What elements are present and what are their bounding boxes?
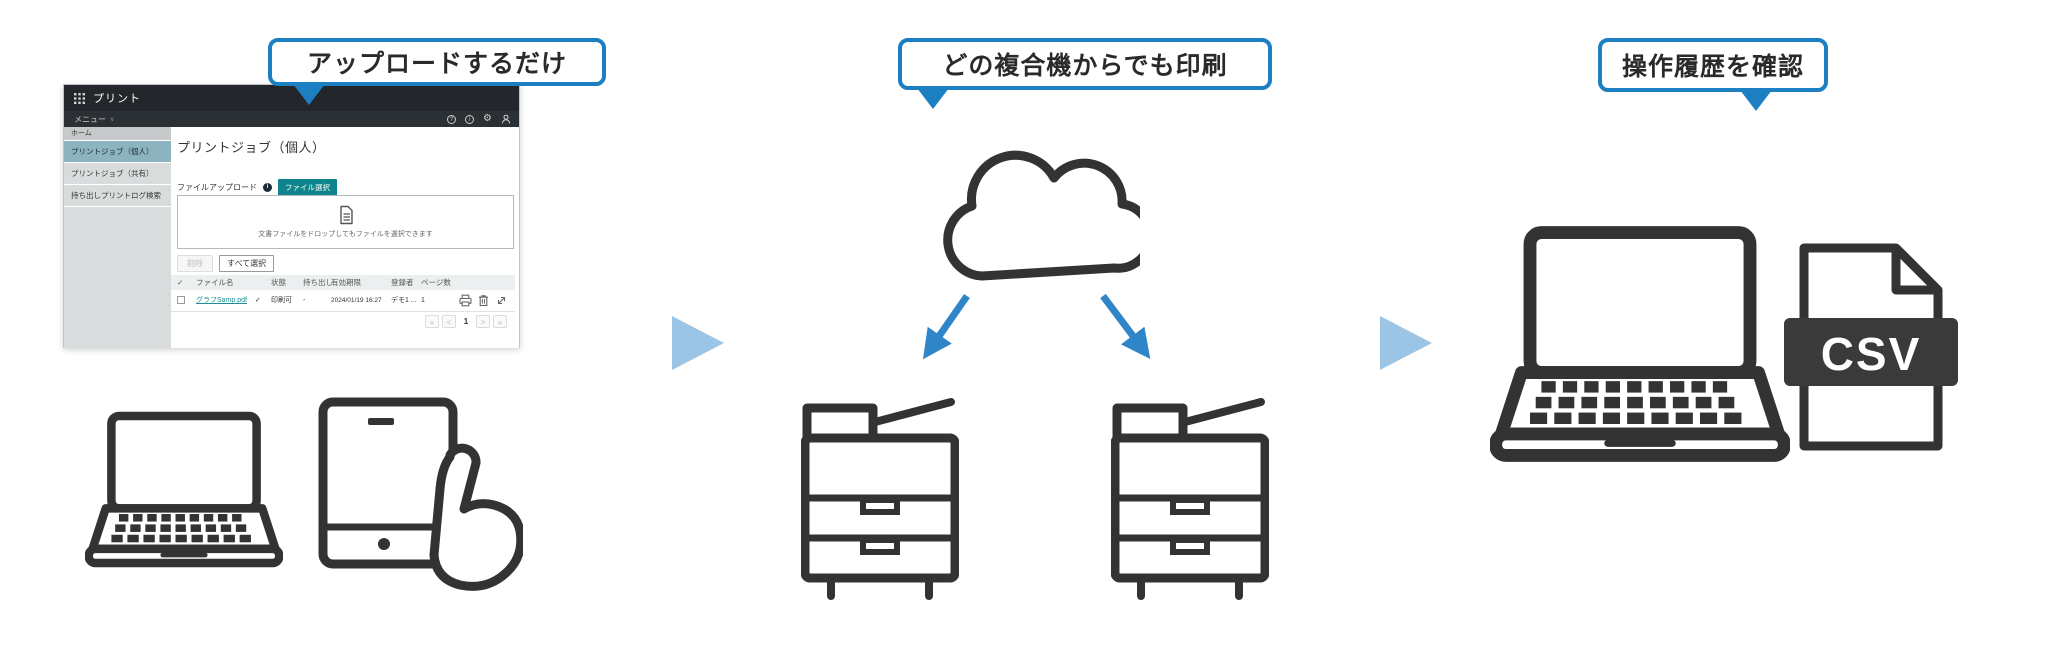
page-title: プリントジョブ（個人）	[177, 140, 326, 155]
app-main: プリントジョブ（個人） ファイルアップロード i ファイル選択 文書ファイルをド…	[171, 127, 519, 348]
status-check-icon: ✓	[255, 297, 261, 304]
col-header-registrant[interactable]: 登録者	[391, 278, 414, 287]
help-icon[interactable]: ?	[447, 114, 457, 124]
waffle-menu-icon[interactable]	[74, 92, 85, 104]
col-header-carryout[interactable]: 持ち出し	[303, 278, 333, 287]
file-select-button[interactable]: ファイル選択	[278, 179, 337, 196]
csv-label: CSV	[1821, 328, 1922, 380]
arrow-down-left-icon	[922, 293, 970, 360]
page-last-button[interactable]: »	[493, 315, 507, 328]
table-header: ✓ ファイル名 状態 持ち出し 有効期限 登録者 ページ数	[171, 275, 515, 290]
row-expiry: 2024/01/19 16:27	[331, 297, 382, 304]
document-icon	[339, 205, 353, 225]
col-header-expiry[interactable]: 有効期限	[331, 278, 361, 287]
flow-arrow-right-icon	[1380, 316, 1432, 370]
file-link[interactable]: グラフSamp.pdf	[196, 297, 247, 304]
expand-icon[interactable]	[495, 294, 508, 307]
page-next-button[interactable]: >	[476, 315, 490, 328]
info-icon[interactable]: i	[465, 114, 475, 124]
file-upload-label: ファイルアップロード	[177, 183, 257, 192]
callout-upload-label: アップロードするだけ	[306, 50, 567, 78]
chevron-down-icon: ∨	[110, 116, 115, 123]
row-pages: 1	[421, 297, 425, 304]
app-topbar: プリント	[64, 85, 519, 111]
callout-pointer	[917, 88, 949, 109]
print-icon[interactable]	[459, 294, 472, 307]
row-carryout: -	[303, 297, 306, 304]
select-all-button[interactable]: すべて選択	[219, 255, 275, 272]
col-header-status[interactable]: 状態	[271, 278, 286, 287]
printer-icon	[1111, 398, 1269, 600]
callout-history-label: 操作履歴を確認	[1621, 53, 1804, 81]
arrow-down-right-icon	[1100, 293, 1151, 360]
laptop-icon	[1490, 226, 1790, 462]
pagination: « < 1 > »	[425, 315, 507, 328]
flow-arrow-right-icon	[672, 316, 724, 370]
callout-print-anywhere: どの複合機からでも印刷	[898, 38, 1272, 90]
app-sidebar: ホーム プリントジョブ（個人） プリントジョブ（共有） 持ち出しプリントログ検索	[64, 127, 171, 348]
cloud-to-printer-arrows	[922, 293, 1151, 360]
callout-pointer	[1740, 90, 1772, 111]
info-badge-icon[interactable]: i	[263, 183, 272, 192]
printer-icon	[801, 398, 959, 600]
delete-button[interactable]: 削除	[177, 255, 213, 272]
app-menubar: メニュー ∨ ? i ⚙	[64, 111, 519, 127]
page-prev-button[interactable]: <	[442, 315, 456, 328]
tap-hand-icon	[429, 443, 523, 591]
callout-pointer	[293, 84, 325, 105]
page-first-button[interactable]: «	[425, 315, 439, 328]
col-header-filename[interactable]: ファイル名	[196, 278, 234, 287]
table-row: グラフSamp.pdf ✓ 印刷可 - 2024/01/19 16:27 デモ1…	[171, 290, 515, 312]
user-icon[interactable]	[501, 114, 511, 124]
cloud-icon	[943, 150, 1140, 281]
row-checkbox[interactable]	[177, 296, 185, 304]
col-header-pages[interactable]: ページ数	[421, 278, 451, 287]
sidebar-item-printlog-search[interactable]: 持ち出しプリントログ検索	[64, 185, 171, 207]
page-current: 1	[463, 317, 469, 326]
trash-icon[interactable]	[477, 294, 490, 307]
print-app-window: プリント メニュー ∨ ? i ⚙ ホーム プリントジョブ（個人） プリントジョ…	[63, 84, 520, 348]
file-dropzone[interactable]: 文書ファイルをドロップしてもファイルを選択できます	[177, 195, 514, 249]
app-title: プリント	[93, 93, 141, 105]
callout-history: 操作履歴を確認	[1598, 38, 1828, 92]
csv-file-icon: CSV	[1784, 243, 1958, 451]
sidebar-item-printjob-personal[interactable]: プリントジョブ（個人）	[64, 141, 171, 163]
row-registrant: デモ1 ...	[391, 297, 417, 304]
sidebar-item-printjob-shared[interactable]: プリントジョブ（共有）	[64, 163, 171, 185]
callout-upload: アップロードするだけ	[268, 38, 606, 86]
gear-icon[interactable]: ⚙	[483, 113, 492, 124]
row-status: 印刷可	[271, 297, 292, 304]
dropzone-hint: 文書ファイルをドロップしてもファイルを選択できます	[258, 231, 433, 238]
sidebar-item-home[interactable]: ホーム	[64, 127, 171, 141]
callout-print-anywhere-label: どの複合機からでも印刷	[942, 52, 1228, 80]
menu-dropdown[interactable]: メニュー	[74, 114, 106, 124]
check-icon: ✓	[177, 278, 184, 287]
laptop-icon	[85, 411, 283, 568]
smartphone-tap-icon	[318, 397, 523, 591]
